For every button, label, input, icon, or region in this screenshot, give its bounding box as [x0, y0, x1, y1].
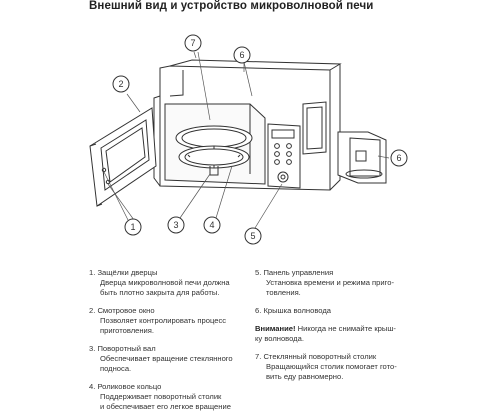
- warning-text: Никогда не снимайте крыш- ку волновода.: [255, 324, 396, 343]
- side-vent: [302, 101, 327, 155]
- callout-1: 1: [124, 218, 142, 236]
- legend-left: 1. Защёлки дверцы Дверца микроволновой п…: [89, 268, 254, 420]
- svg-text:6: 6: [396, 153, 401, 163]
- legend-item-3: 3. Поворотный вал Обеспечивает вращение …: [89, 344, 233, 373]
- microwave-body: [153, 59, 342, 191]
- callout-7: 7: [184, 34, 202, 52]
- callout-3: 3: [167, 216, 185, 234]
- legend-item-2: 2. Смотровое окно Позволяет контролирова…: [89, 306, 227, 335]
- waveguide-inset: [337, 131, 387, 184]
- leader-lines: [103, 51, 390, 229]
- legend-item-7: 7. Стеклянный поворотный столик Вращающи…: [255, 352, 397, 381]
- control-panel: [267, 123, 301, 189]
- legend-item-6: 6. Крышка волновода: [255, 306, 331, 315]
- callout-6a: 6: [233, 46, 251, 64]
- svg-text:4: 4: [209, 220, 214, 230]
- warning-label: Внимание!: [255, 324, 296, 333]
- microwave-diagram: 1 2 3 4 5 6 7 6: [89, 34, 408, 245]
- svg-text:7: 7: [190, 38, 195, 48]
- callout-4: 4: [203, 216, 221, 234]
- callout-6b: 6: [390, 149, 408, 167]
- legend-right: 5. Панель управления Установка времени и…: [255, 268, 425, 390]
- svg-text:3: 3: [173, 220, 178, 230]
- page-title: Внешний вид и устройство микроволновой п…: [89, 0, 374, 12]
- turntable-shaft: [209, 166, 219, 176]
- svg-text:6: 6: [239, 50, 244, 60]
- svg-text:1: 1: [130, 222, 135, 232]
- roller-ring: [178, 145, 250, 169]
- legend-item-1: 1. Защёлки дверцы Дверца микроволновой п…: [89, 268, 230, 297]
- legend-item-5: 5. Панель управления Установка времени и…: [255, 268, 394, 297]
- svg-text:2: 2: [118, 79, 123, 89]
- callout-2: 2: [112, 75, 130, 93]
- callout-5: 5: [244, 227, 262, 245]
- door: [89, 107, 157, 207]
- warning-note: Внимание! Никогда не снимайте крыш- ку в…: [255, 324, 425, 344]
- legend-item-4: 4. Роликовое кольцо Поддерживает поворот…: [89, 382, 231, 411]
- svg-text:5: 5: [250, 231, 255, 241]
